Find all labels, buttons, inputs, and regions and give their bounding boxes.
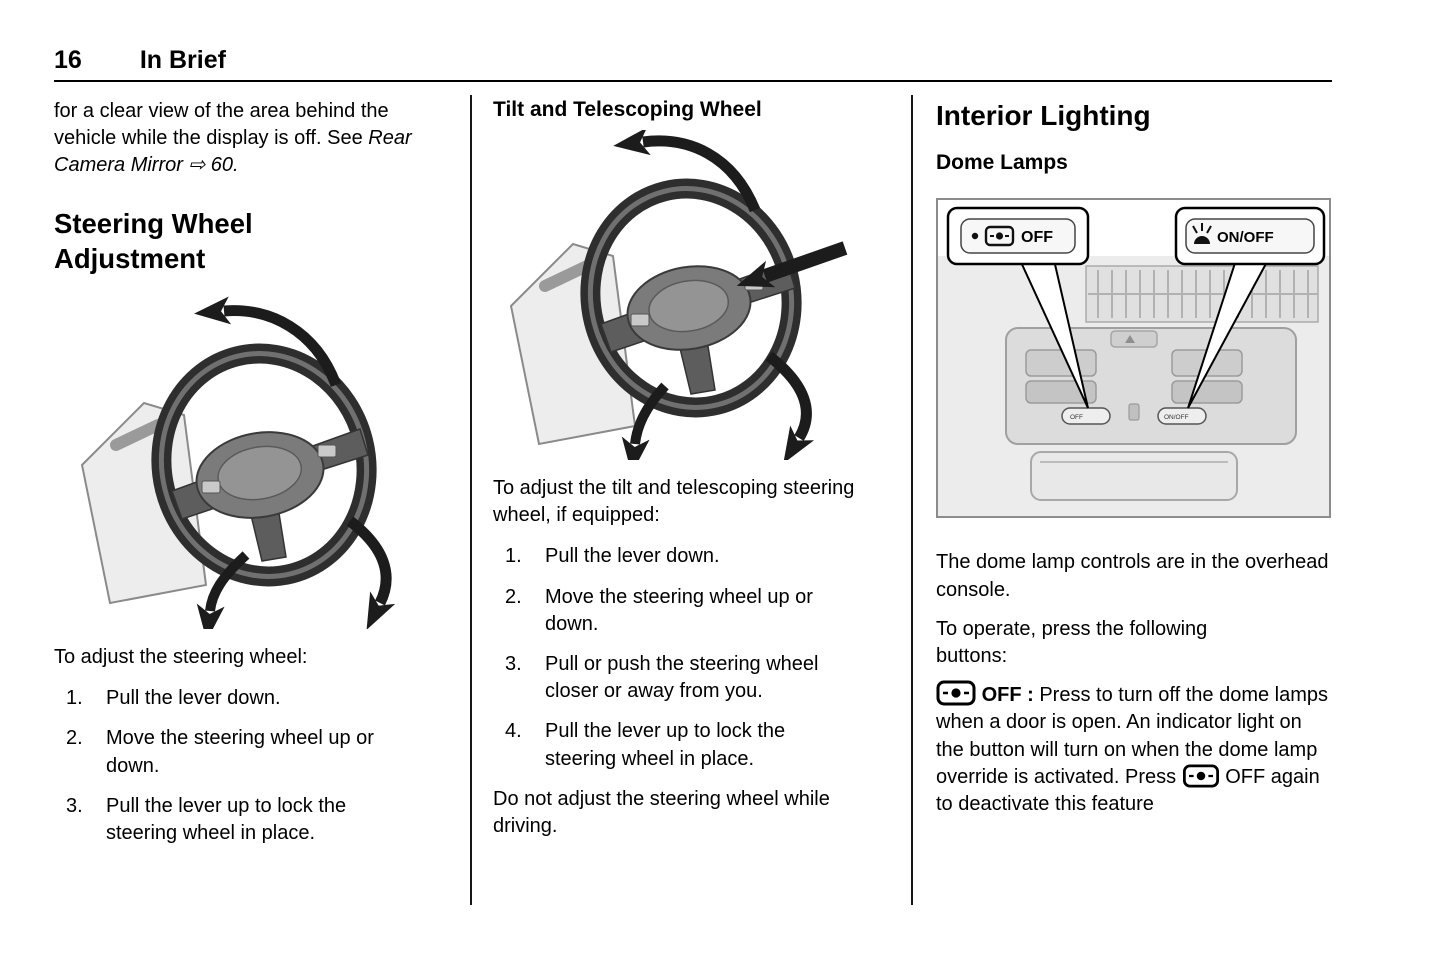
off-term: OFF : [981, 684, 1034, 707]
tilt-telescoping-heading: Tilt and Telescoping Wheel [493, 98, 762, 121]
console-dome-off-button: OFF [1061, 407, 1111, 426]
spoke-button-right [744, 277, 764, 291]
column-middle: Tilt and Telescoping Wheel [493, 98, 893, 840]
list-item: 4. Pull the lever up to lock the steerin… [505, 718, 893, 772]
dome-callout-off-button: OFF [946, 207, 1090, 266]
interior-lighting-heading: Interior Lighting [936, 100, 1151, 131]
tilt-up-arrow [613, 127, 761, 213]
step-number: 3. [505, 652, 522, 675]
turn-signal-lever [110, 419, 164, 452]
console-body [1005, 327, 1297, 446]
column-left: for a clear view of the area behind the … [54, 98, 456, 860]
spoke-button-left [201, 480, 221, 494]
svg-text:OFF: OFF [1021, 229, 1053, 246]
svg-text:OFF: OFF [1070, 414, 1083, 421]
indicator-dot [971, 233, 979, 240]
rear-camera-mirror-ref: Rear Camera Mirror [54, 127, 412, 177]
operate-paragraph: To operate, press the following buttons: [936, 617, 1208, 667]
page-ref-arrow: ⇨ 60. [188, 154, 239, 177]
telescope-arrow [736, 241, 848, 288]
tilt-down-arrow [765, 351, 815, 464]
vent-grille [1085, 265, 1319, 324]
off-description: Press to turn off the dome lamps when a … [936, 684, 1329, 788]
tilt-down-arrow [346, 516, 396, 630]
overhead-console-illustration: OFF ON/OFF [936, 198, 1334, 523]
step-number: 4. [505, 720, 522, 743]
svg-text:ON/OFF: ON/OFF [1217, 229, 1274, 246]
lever-down-arrow [196, 551, 250, 641]
list-item: 2. Move the steering wheel up or down. [505, 584, 893, 638]
list-item: 3. Pull the lever up to lock the steerin… [66, 793, 456, 847]
dome-controls-paragraph: The dome lamp controls are in the overhe… [936, 551, 1329, 601]
page-number: 16 [54, 46, 82, 74]
tilt-adjust-lead: To adjust the tilt and telescoping steer… [493, 477, 855, 527]
page-header: 16 In Brief [54, 46, 226, 75]
tilt-adjust-steps: 1. Pull the lever down. 2. Move the stee… [493, 543, 893, 772]
step-text: Move the steering wheel up or down. [545, 585, 813, 635]
step-number: 3. [66, 794, 83, 817]
overhead-console-drawing: OFF ON/OFF [936, 198, 1331, 519]
section-title: In Brief [139, 46, 226, 74]
svg-text:ON/OFF: ON/OFF [1164, 414, 1189, 421]
tilt-wheel-drawing [509, 127, 848, 474]
step-number: 1. [505, 545, 522, 568]
lever-down-arrow [621, 382, 669, 474]
step-text: Pull the lever up to lock the steering w… [545, 720, 786, 770]
spoke-button-right [317, 444, 337, 458]
rear-camera-note: for a clear view of the area behind the … [54, 98, 456, 180]
list-item: 2. Move the steering wheel up or down. [66, 725, 456, 779]
step-text: Pull the lever up to lock the steering w… [106, 794, 347, 844]
off-description-continued: OFF again to deactivate this feature [936, 765, 1320, 815]
step-number: 2. [66, 727, 83, 750]
dome-lamp-override-icon [984, 226, 1015, 247]
dome-lamp-override-icon [936, 680, 976, 706]
sunglasses-bin [1030, 451, 1238, 502]
steering-adjust-steps: 1. Pull the lever down. 2. Move the stee… [54, 685, 456, 847]
dome-off-paragraph: OFF : Press to turn off the dome lamps w… [936, 680, 1334, 818]
step-text: Pull or push the steering wheel closer o… [545, 652, 819, 703]
steering-wheel-illustration [54, 293, 456, 641]
dome-callout-onoff-button: ON/OFF [1174, 207, 1326, 266]
spoke-button-left [630, 313, 650, 327]
wheel-hub [626, 265, 752, 351]
list-item: 1. Pull the lever down. [66, 685, 456, 712]
turn-signal-lever [539, 260, 593, 292]
tilt-wheel-illustration [493, 127, 893, 474]
steering-adjust-lead: To adjust the steering wheel: [54, 646, 308, 669]
steering-wheel-drawing [80, 296, 396, 641]
steering-wheel-adjustment-heading: Steering Wheel Adjustment [54, 207, 253, 275]
step-text: Pull the lever down. [106, 687, 281, 710]
rear-camera-note-text: for a clear view of the area behind the … [54, 100, 389, 150]
step-number: 1. [66, 687, 83, 710]
lamp-on-off-icon [1192, 223, 1212, 245]
tilt-warning: Do not adjust the steering wheel while d… [493, 787, 830, 837]
column-separator [911, 95, 913, 905]
column-separator [470, 95, 472, 905]
dome-lamp-override-icon [1182, 764, 1220, 788]
wheel-hub [195, 431, 325, 519]
list-item: 1. Pull the lever down. [505, 543, 893, 570]
list-item: 3. Pull or push the steering wheel close… [505, 651, 893, 705]
step-text: Pull the lever down. [545, 545, 720, 568]
dome-lamps-subheading: Dome Lamps [936, 151, 1068, 175]
header-rule [54, 80, 1332, 82]
console-onoff-button: ON/OFF [1157, 407, 1207, 426]
column-right: Interior Lighting Dome Lamps [936, 98, 1334, 818]
step-text: Move the steering wheel up or down. [106, 727, 374, 777]
tilt-up-arrow [194, 296, 342, 388]
step-number: 2. [505, 585, 522, 608]
